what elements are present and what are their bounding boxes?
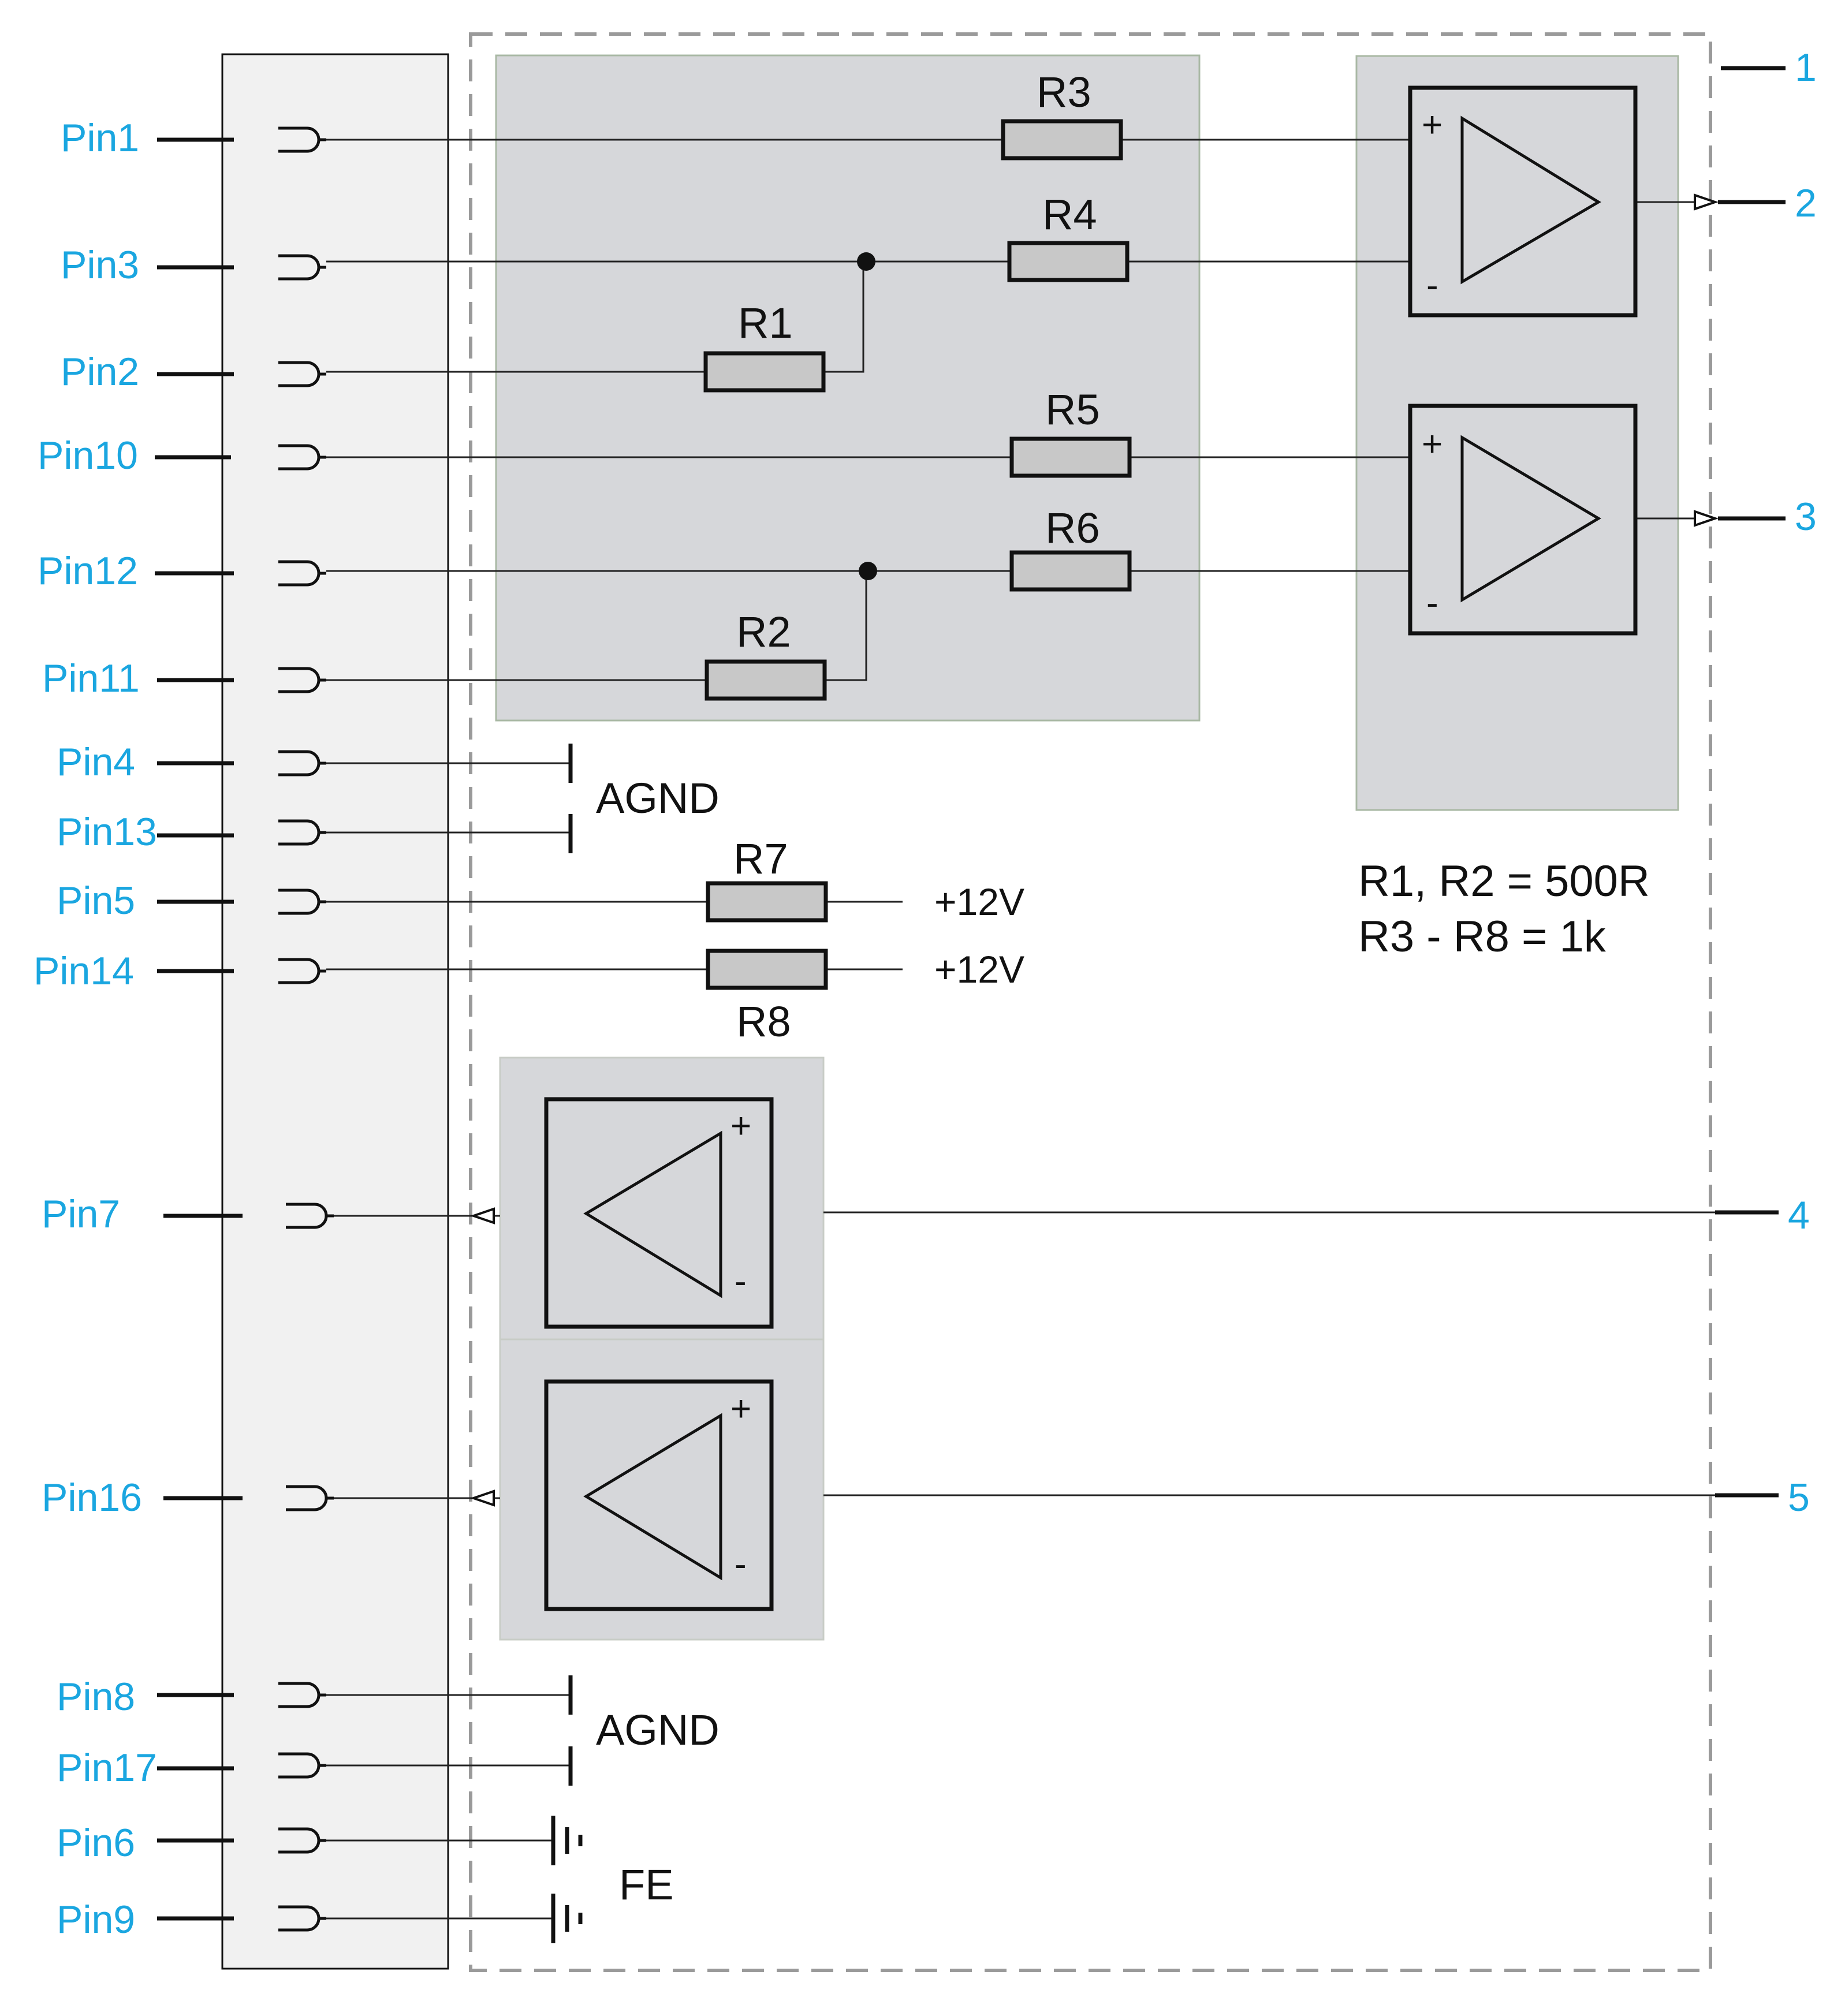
- resistor-r2: [705, 659, 827, 701]
- agnd-label-top: AGND: [596, 774, 720, 822]
- pin-label-9: Pin9: [57, 1898, 135, 1942]
- pin-label-8: Pin8: [57, 1675, 135, 1719]
- note-r3-r8: R3 - R8 = 1k: [1358, 912, 1607, 961]
- resistor-r7: [706, 881, 828, 923]
- amplifier-1-symbol: [1460, 115, 1601, 285]
- resistor-label-r3: R3: [1037, 68, 1091, 116]
- output-terminals: [1715, 66, 1786, 1498]
- pin-label-4: Pin4: [57, 740, 135, 784]
- resistor-r1: [703, 351, 826, 393]
- resistor-label-r7: R7: [733, 835, 788, 883]
- pin-label-17: Pin17: [57, 1746, 157, 1790]
- pin-label-3: Pin3: [61, 243, 139, 287]
- input-network-block: [495, 54, 1201, 722]
- pin-label-12: Pin12: [38, 549, 138, 593]
- output-2-arrow: [1694, 193, 1719, 211]
- resistor-label-r5: R5: [1045, 386, 1100, 434]
- pin-label-14: Pin14: [33, 949, 134, 993]
- amplifier-1-box: [1408, 85, 1638, 318]
- supply-label-r7: +12V: [934, 880, 1024, 923]
- resistor-r3: [1001, 119, 1123, 160]
- junction-dot-pin3: [857, 252, 875, 271]
- resistor-label-r1: R1: [738, 299, 793, 347]
- amplifier-2-symbol: [1460, 435, 1601, 603]
- pin-label-11: Pin11: [42, 656, 140, 700]
- resistor-label-r4: R4: [1042, 191, 1097, 238]
- resistor-label-r2: R2: [736, 608, 791, 656]
- fe-label: FE: [619, 1861, 674, 1909]
- driver-2-minus: -: [735, 1544, 747, 1584]
- resistor-r8: [706, 949, 828, 990]
- amplifier-2-minus: -: [1426, 583, 1438, 623]
- pin-label-5: Pin5: [57, 879, 135, 923]
- resistor-r4: [1007, 241, 1130, 282]
- note-r1-r2: R1, R2 = 500R: [1358, 857, 1650, 906]
- driver-1-box: [544, 1097, 774, 1329]
- socket-symbols: [278, 126, 334, 1932]
- amplifier-1-plus: +: [1422, 105, 1443, 145]
- driver-2-symbol: [583, 1413, 722, 1581]
- pin-label-6: Pin6: [57, 1821, 135, 1865]
- output-label-5: 5: [1788, 1476, 1810, 1520]
- pin7-arrow: [469, 1207, 495, 1224]
- pin16-arrow: [469, 1489, 495, 1507]
- output-label-2: 2: [1795, 181, 1817, 225]
- pin-label-1: Pin1: [61, 116, 139, 160]
- resistor-r5: [1009, 436, 1132, 478]
- driver-2-box: [544, 1379, 774, 1611]
- supply-label-r8: +12V: [934, 948, 1024, 991]
- resistor-r6: [1009, 550, 1132, 592]
- amplifier-2-box: [1408, 404, 1638, 636]
- pin-label-10: Pin10: [38, 434, 138, 477]
- driver-1-plus: +: [730, 1106, 751, 1146]
- output-label-3: 3: [1795, 495, 1817, 539]
- pin-label-13: Pin13: [57, 810, 157, 854]
- amplifier-2-plus: +: [1422, 424, 1443, 464]
- output-label-1: 1: [1795, 46, 1817, 89]
- amplifier-1-minus: -: [1426, 266, 1438, 305]
- driver-1-symbol: [583, 1130, 722, 1298]
- driver-2-plus: +: [730, 1389, 751, 1429]
- fe-ground-symbols: [551, 1816, 583, 1943]
- pin-label-7: Pin7: [42, 1192, 120, 1236]
- driver-1-minus: -: [735, 1261, 747, 1301]
- output-3-arrow: [1694, 510, 1719, 527]
- connector-panel: [221, 53, 449, 1970]
- module-frame: [469, 32, 1712, 1972]
- pin-label-16: Pin16: [42, 1476, 142, 1520]
- pin-leads: [155, 137, 243, 1921]
- junction-dot-pin12: [859, 562, 877, 580]
- wiring: [326, 139, 1715, 1920]
- agnd-label-bottom: AGND: [596, 1706, 720, 1754]
- output-label-4: 4: [1788, 1193, 1810, 1237]
- pin-label-2: Pin2: [61, 350, 139, 394]
- resistor-label-r8: R8: [736, 998, 791, 1046]
- resistor-label-r6: R6: [1045, 504, 1100, 552]
